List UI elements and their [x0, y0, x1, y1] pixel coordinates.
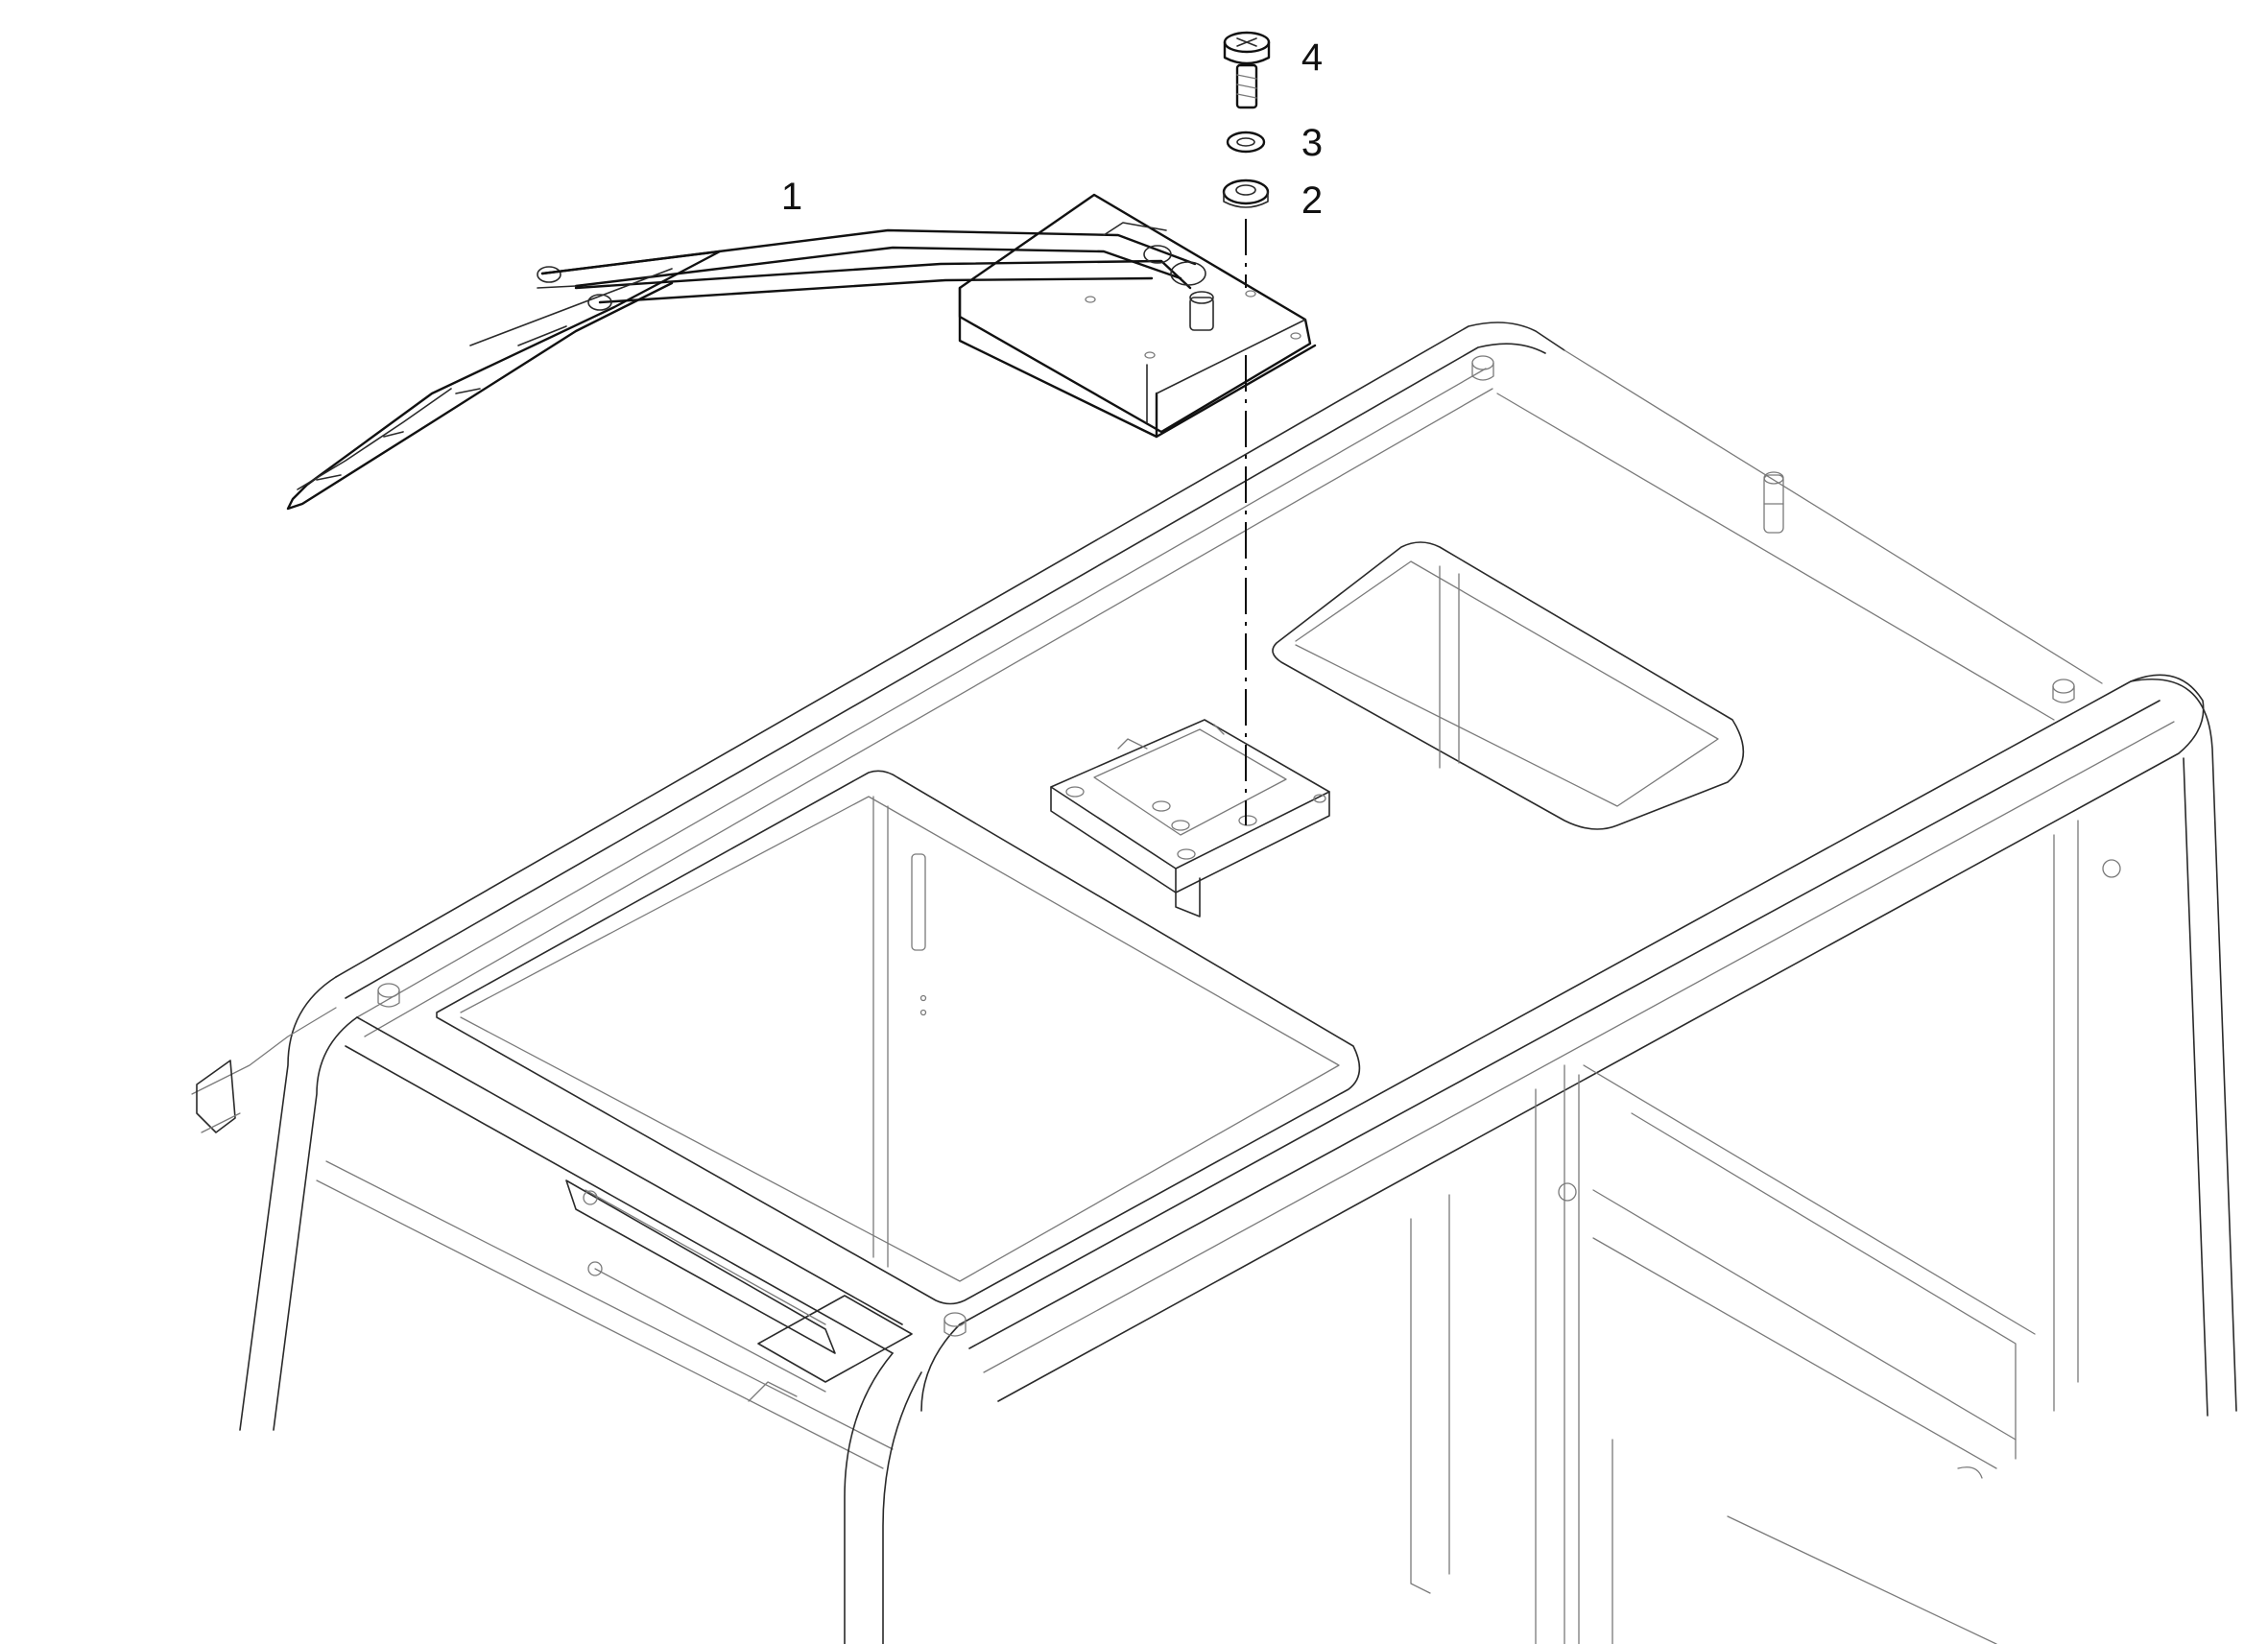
callout-4: 4 — [1301, 36, 1323, 79]
lock-washer — [1226, 131, 1266, 154]
callout-1: 1 — [781, 176, 802, 218]
cab-roof — [191, 322, 2237, 1644]
roof-bosses — [377, 355, 2075, 1337]
wiper-assembly — [286, 193, 1317, 511]
callout-3: 3 — [1301, 122, 1323, 164]
wiper-mount-bracket — [1050, 719, 1330, 917]
callout-2: 2 — [1301, 179, 1323, 222]
screw — [1223, 31, 1271, 109]
flat-washer — [1222, 179, 1270, 208]
